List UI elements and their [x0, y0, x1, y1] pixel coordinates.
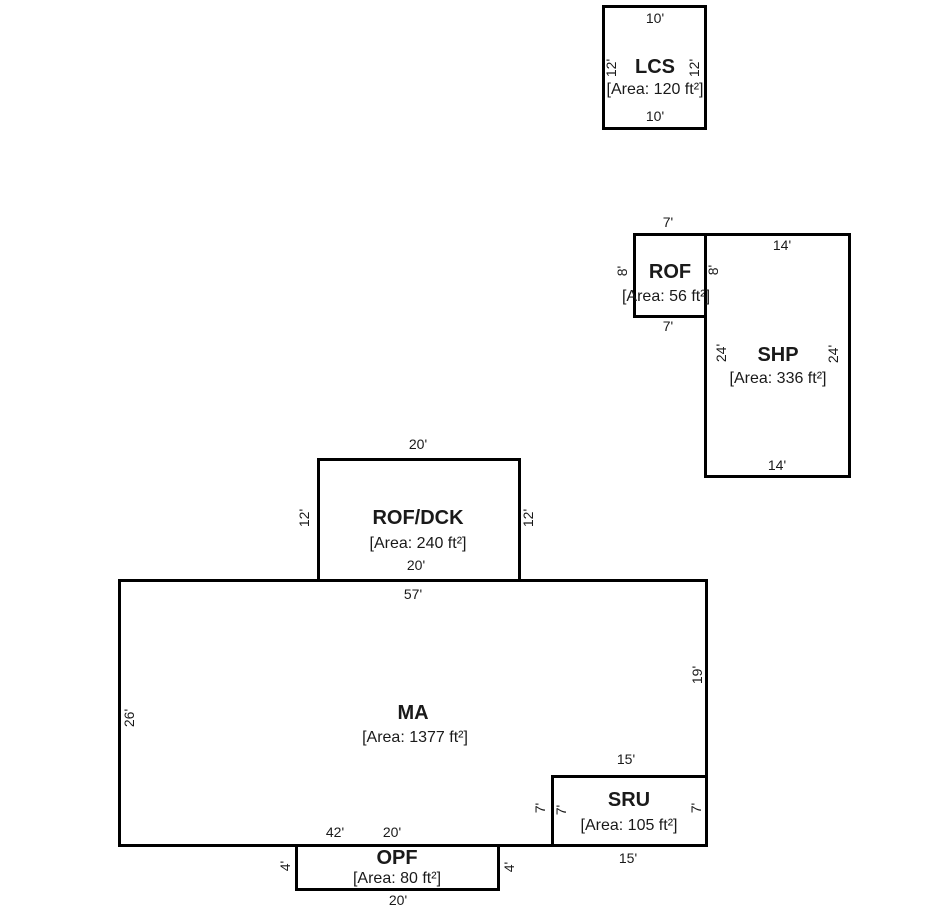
building-name-sru: SRU [607, 789, 651, 811]
dimension-label-sru-right: 7' [688, 802, 704, 814]
dimension-label-lcs-top: 10' [645, 10, 665, 26]
building-area-sru: [Area: 105 ft²] [580, 817, 678, 834]
dimension-label-rofdck-left: 12' [296, 508, 312, 528]
building-name-rof: ROF [648, 261, 692, 283]
dimension-label-rofdck-right: 12' [520, 508, 536, 528]
building-name-rofdck: ROF/DCK [372, 507, 464, 529]
dimension-label-shp-right: 24' [825, 344, 841, 364]
dimension-label-rofdck-top: 20' [408, 436, 428, 452]
dimension-label-sru-top: 15' [616, 751, 636, 767]
dimension-label-ma-right: 19' [689, 665, 705, 685]
dimension-label-rof-top: 7' [662, 214, 674, 230]
building-outline-opf [295, 844, 500, 891]
building-outline-rofdck [317, 458, 521, 582]
building-outline-sru [551, 775, 708, 847]
dimension-label-shp-left: 24' [713, 343, 729, 363]
building-area-ma: [Area: 1377 ft²] [362, 729, 468, 746]
dimension-label-rof-right: 8' [705, 264, 721, 276]
building-outline-shp [704, 233, 851, 478]
building-area-rofdck: [Area: 240 ft²] [369, 535, 467, 552]
dimension-label-opf-bottom: 20' [388, 892, 408, 908]
dimension-label-sru-bottom: 15' [618, 850, 638, 866]
dimension-label-ma-top: 57' [403, 586, 423, 602]
building-name-ma: MA [397, 702, 429, 724]
building-name-shp: SHP [757, 344, 799, 366]
building-area-lcs: [Area: 120 ft²] [606, 81, 704, 98]
dimension-label-opf-left: 4' [277, 860, 293, 872]
dimension-label-shp-top: 14' [772, 237, 792, 253]
building-outline-lcs [602, 5, 707, 130]
dimension-label-sru-left-outer: 7' [532, 802, 548, 814]
building-area-rof: [Area: 56 ft²] [621, 288, 711, 305]
dimension-label-ma-bottom-left: 42' [325, 824, 345, 840]
dimension-label-ma-left: 26' [121, 708, 137, 728]
dimension-label-lcs-bottom: 10' [645, 108, 665, 124]
dimension-label-ma-bottom-right: 20' [382, 824, 402, 840]
dimension-label-rof-bottom: 7' [662, 318, 674, 334]
dimension-label-opf-right: 4' [501, 861, 517, 873]
dimension-label-lcs-left: 12' [603, 58, 619, 78]
dimension-label-sru-left-inner: 7' [553, 804, 569, 816]
dimension-label-rof-left: 8' [614, 265, 630, 277]
building-area-shp: [Area: 336 ft²] [729, 370, 827, 387]
building-name-opf: OPF [376, 847, 418, 869]
building-name-lcs: LCS [635, 56, 675, 78]
building-area-opf: [Area: 80 ft²] [352, 870, 442, 887]
building-outline-rof [633, 233, 707, 318]
dimension-label-lcs-right: 12' [686, 58, 702, 78]
dimension-label-rofdck-bottom: 20' [406, 557, 426, 573]
dimension-label-shp-bottom: 14' [767, 457, 787, 473]
